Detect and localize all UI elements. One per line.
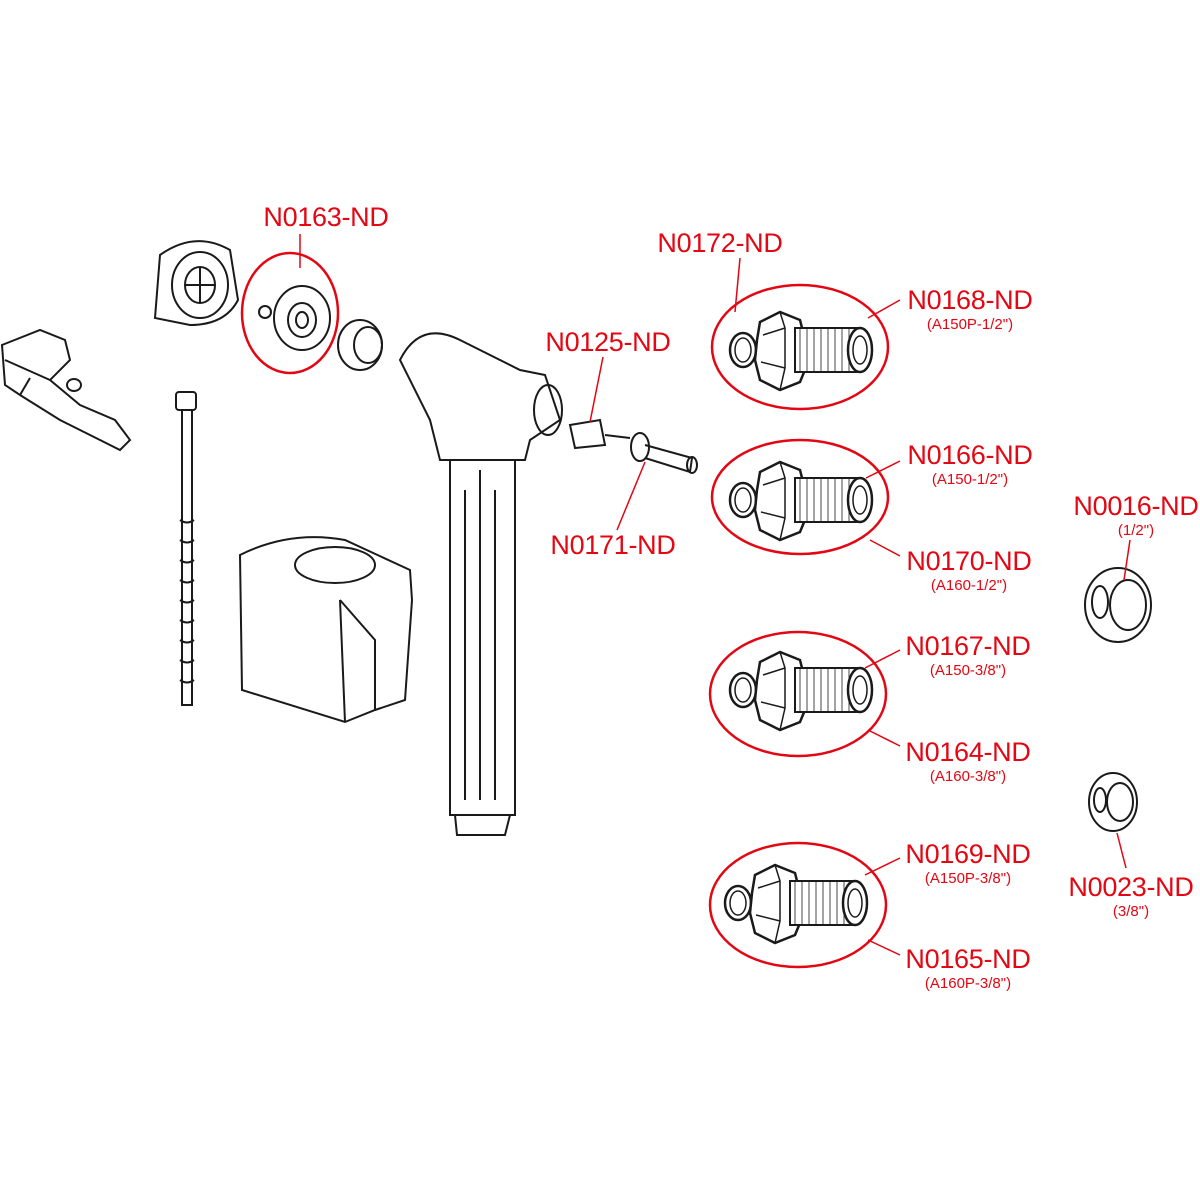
lever-arm-part [0,328,132,452]
part-label-n0023: N0023-ND(3/8") [1051,872,1200,920]
part-variant: (A160P-3/8") [924,975,1012,992]
fitting-n0167-part [728,650,874,732]
part-label-n0167: N0167-ND(A150-3/8") [888,631,1048,679]
leader-lines [299,234,1131,956]
callout-ring-n0168 [710,283,890,411]
part-label-n0166: N0166-ND(A150-1/2") [890,440,1050,488]
part-code: N0165-ND [905,944,1031,974]
top-cap-part [153,240,240,327]
part-variant: (A150-3/8") [929,662,1007,679]
part-code: N0170-ND [906,546,1032,576]
part-code: N0166-ND [907,440,1033,470]
part-label-n0168: N0168-ND(A150P-1/2") [890,285,1050,333]
part-label-n0165: N0165-ND(A160P-3/8") [888,944,1048,992]
part-label-n0125: N0125-ND [528,329,688,356]
callout-ring-n0163 [240,251,340,375]
part-label-n0164: N0164-ND(A160-3/8") [888,737,1048,785]
valve-body-part [398,332,563,836]
part-code: N0171-ND [550,530,676,560]
callout-ring-n0167 [708,630,888,758]
part-code: N0164-ND [905,737,1031,767]
part-code: N0172-ND [657,228,783,258]
part-code: N0125-ND [545,327,671,357]
threaded-rod-part [175,391,197,706]
part-code: N0023-ND [1068,872,1194,902]
part-variant: (A150P-1/2") [926,316,1014,333]
callout-ring-n0169 [708,841,888,969]
part-label-n0169: N0169-ND(A150P-3/8") [888,839,1048,887]
float-cup-part [238,536,414,724]
part-variant: (A150P-3/8") [924,870,1012,887]
part-label-n0163: N0163-ND [246,204,406,231]
part-code: N0163-ND [263,202,389,232]
part-label-n0170: N0170-ND(A160-1/2") [889,546,1049,594]
part-code: N0167-ND [905,631,1031,661]
nut-n0016-part [1084,567,1152,643]
nut-n0023-part [1088,772,1138,832]
part-label-n0171: N0171-ND [533,532,693,559]
part-code: N0016-ND [1073,491,1199,521]
part-variant: (A160-1/2") [930,577,1008,594]
part-code: N0169-ND [905,839,1031,869]
callout-ring-n0166 [710,438,890,556]
part-variant: (1/2") [1117,522,1155,539]
fitting-n0168-part [728,310,874,392]
part-variant: (3/8") [1112,903,1150,920]
part-label-n0172: N0172-ND [640,230,800,257]
pin-part [630,432,698,474]
fitting-n0169-part [723,863,869,945]
retaining-nut-part [337,319,383,371]
diaphragm-part [258,285,331,351]
part-variant: (A150-1/2") [931,471,1009,488]
filter-part [568,418,631,450]
part-code: N0168-ND [907,285,1033,315]
part-variant: (A160-3/8") [929,768,1007,785]
fitting-n0166-part [728,460,874,542]
part-label-n0016: N0016-ND(1/2") [1056,491,1200,539]
